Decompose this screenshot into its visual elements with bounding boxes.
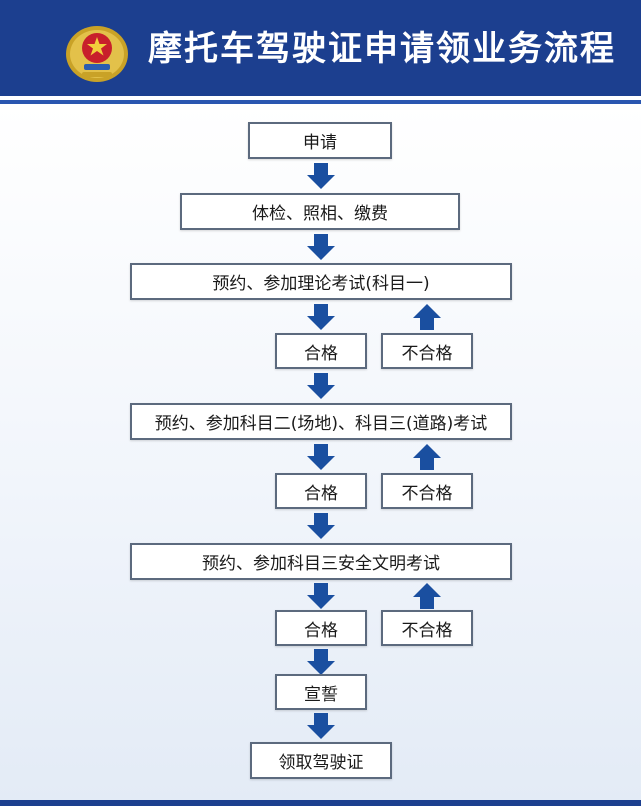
header-divider-accent xyxy=(0,100,641,104)
police-emblem-icon xyxy=(66,26,128,82)
step-safety-exam: 预约、参加科目三安全文明考试 xyxy=(130,543,512,580)
step-road-exam: 预约、参加科目二(场地)、科目三(道路)考试 xyxy=(130,403,512,440)
arrow-down-icon xyxy=(307,649,335,675)
step-get-license: 领取驾驶证 xyxy=(250,742,392,779)
step-oath: 宣誓 xyxy=(275,674,367,710)
arrow-down-icon xyxy=(307,373,335,399)
arrow-down-icon xyxy=(307,513,335,539)
result-fail-2: 不合格 xyxy=(381,473,473,509)
result-fail-3: 不合格 xyxy=(381,610,473,646)
arrow-down-icon xyxy=(307,713,335,739)
result-pass-3: 合格 xyxy=(275,610,367,646)
arrow-up-icon xyxy=(413,304,441,330)
arrow-down-icon xyxy=(307,163,335,189)
arrow-up-icon xyxy=(413,583,441,609)
step-checkup: 体检、照相、缴费 xyxy=(180,193,460,230)
result-fail-1: 不合格 xyxy=(381,333,473,369)
result-pass-1: 合格 xyxy=(275,333,367,369)
arrow-down-icon xyxy=(307,444,335,470)
arrow-up-icon xyxy=(413,444,441,470)
arrow-down-icon xyxy=(307,583,335,609)
page-title: 摩托车驾驶证申请领业务流程 xyxy=(148,29,616,69)
header-banner: 摩托车驾驶证申请领业务流程 xyxy=(0,0,641,96)
arrow-down-icon xyxy=(307,304,335,330)
result-pass-2: 合格 xyxy=(275,473,367,509)
step-theory-exam: 预约、参加理论考试(科目一) xyxy=(130,263,512,300)
step-apply: 申请 xyxy=(248,122,392,159)
arrow-down-icon xyxy=(307,234,335,260)
bottom-bar xyxy=(0,800,641,806)
